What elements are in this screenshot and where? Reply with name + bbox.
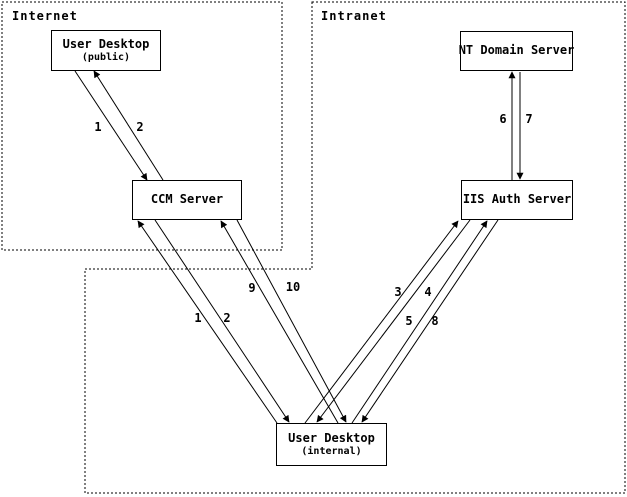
flow-label-2-public: 2 [136,120,144,134]
flow-label-2-internal: 2 [223,311,231,325]
node-title: User Desktop [62,37,150,52]
node-subtitle: (internal) [301,445,362,457]
internet-region-border [1,1,283,251]
node-title: User Desktop [288,431,375,446]
node-iis-auth-server: IIS Auth Server [461,180,573,220]
node-subtitle: (public) [81,51,131,63]
node-ccm-server: CCM Server [132,180,242,220]
arrow-1-public-to-ccm [74,70,148,181]
node-title: NT Domain Server [458,43,575,58]
arrow-2-ccm-to-public [93,70,164,181]
flow-label-9: 9 [248,281,256,295]
intranet-region-label: Intranet [321,9,387,23]
intranet-region-border [84,1,626,494]
arrow-9-internal-to-ccm [220,220,339,424]
node-user-desktop-public: User Desktop (public) [51,30,161,71]
flow-label-6: 6 [499,112,507,126]
flow-label-10: 10 [285,280,301,294]
flow-label-1-internal: 1 [194,311,202,325]
arrow-8-iis-to-internal [361,219,499,423]
flow-label-1-public: 1 [94,120,102,134]
flow-label-5: 5 [405,314,413,328]
node-title: CCM Server [150,192,224,207]
arrow-2-ccm-to-internal [154,219,290,423]
node-nt-domain-server: NT Domain Server [458,31,575,71]
node-title: IIS Auth Server [462,192,572,207]
flow-label-4: 4 [424,285,432,299]
flow-label-3: 3 [394,285,402,299]
internet-region-label: Internet [12,9,78,23]
flow-label-7: 7 [525,112,533,126]
arrow-4-iis-to-internal [316,219,471,423]
flow-label-8: 8 [431,314,439,328]
arrow-5-internal-to-iis [351,220,488,424]
arrow-1-internal-to-ccm [137,220,278,424]
node-user-desktop-internal: User Desktop (internal) [276,423,387,466]
arrow-3-internal-to-iis [304,220,459,424]
arrow-10-ccm-to-internal [236,219,347,423]
